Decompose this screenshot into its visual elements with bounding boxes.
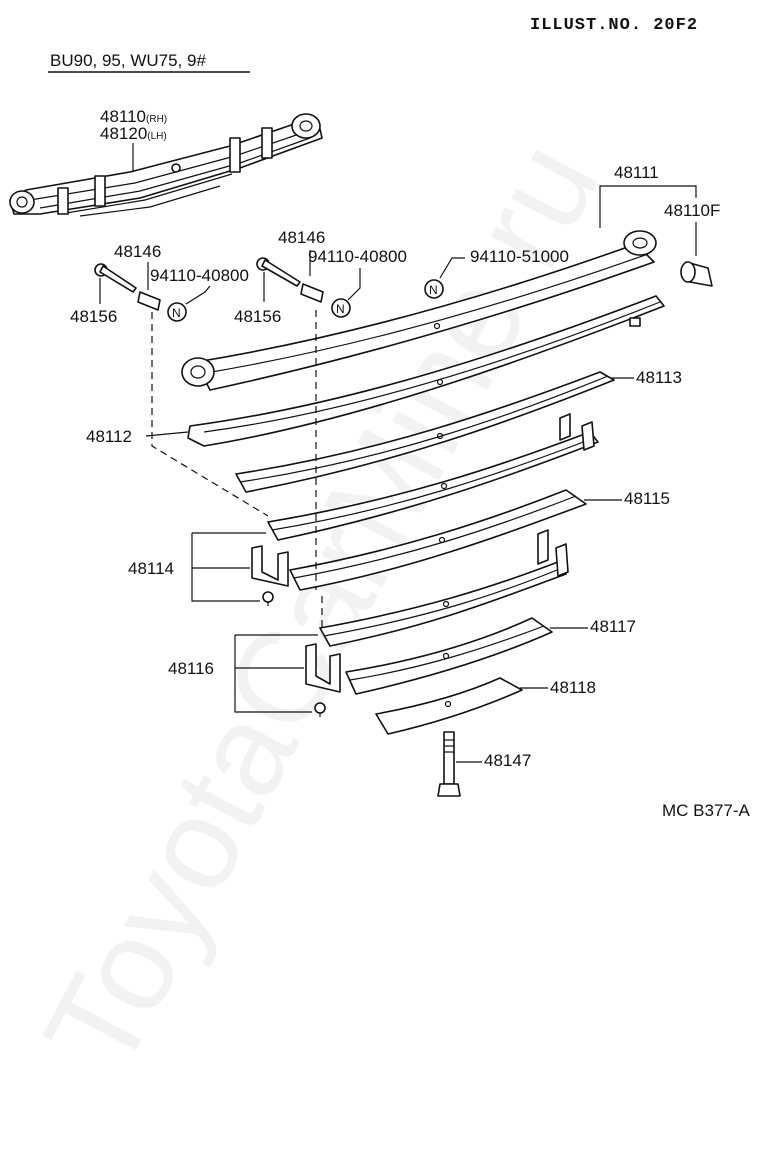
callout-48112: 48112 [86,427,132,446]
callout-48146-left: 48146 [114,242,161,261]
alignment-line-left [151,312,269,517]
nut-94110-40800-left: N [167,302,187,322]
figure-code: MC B377-A [662,801,751,820]
callout-48110: 48110(RH) [100,107,167,126]
center-bolt-48147 [437,731,461,797]
bushing-48110F [680,261,713,287]
callout-48115: 48115 [624,489,670,508]
leaf-48117 [345,617,553,695]
leaf-48113 [235,371,615,493]
svg-text:N: N [336,302,345,316]
svg-text:N: N [429,283,438,297]
main-leaf-48111 [181,230,657,391]
callout-48156-left: 48156 [70,307,117,326]
callout-48114: 48114 [128,559,174,578]
leaf-48118 [375,677,523,735]
callout-48113: 48113 [636,368,682,387]
model-line: BU90, 95, WU75, 9# [50,51,206,70]
callout-94110-51000: 94110-51000 [470,247,569,266]
callout-48118: 48118 [550,678,596,697]
callout-48111: 48111 [614,163,659,182]
callout-94110-40800-right: 94110-40800 [308,247,407,266]
callout-94110-40800-left: 94110-40800 [150,266,249,285]
callout-48156-right: 48156 [234,307,281,326]
nut-94110-51000: N [424,279,444,299]
callout-48116: 48116 [168,659,214,678]
bolt-48156-left [94,263,137,293]
clip-48114 [251,545,289,606]
collar-48146-left [137,291,161,311]
callout-48117: 48117 [590,617,636,636]
bolt-48156-right [256,257,301,287]
callout-48110F: 48110F [664,201,720,220]
illustration-number: ILLUST.NO. 20F2 [530,16,698,35]
callout-48146-right: 48146 [278,228,325,247]
nut-94110-40800-right: N [331,298,351,318]
leaf-48114-pair [267,413,599,541]
collar-48146-right [300,283,324,303]
callout-48147: 48147 [484,751,531,770]
svg-text:N: N [172,306,181,320]
leaf-48115 [289,489,587,591]
callout-48120: 48120(LH) [100,124,167,143]
leaf-48116-pair [319,529,569,647]
leaf-spring-assembly [9,113,323,217]
leaf-48112 [187,295,665,447]
clip-48116 [305,643,341,717]
